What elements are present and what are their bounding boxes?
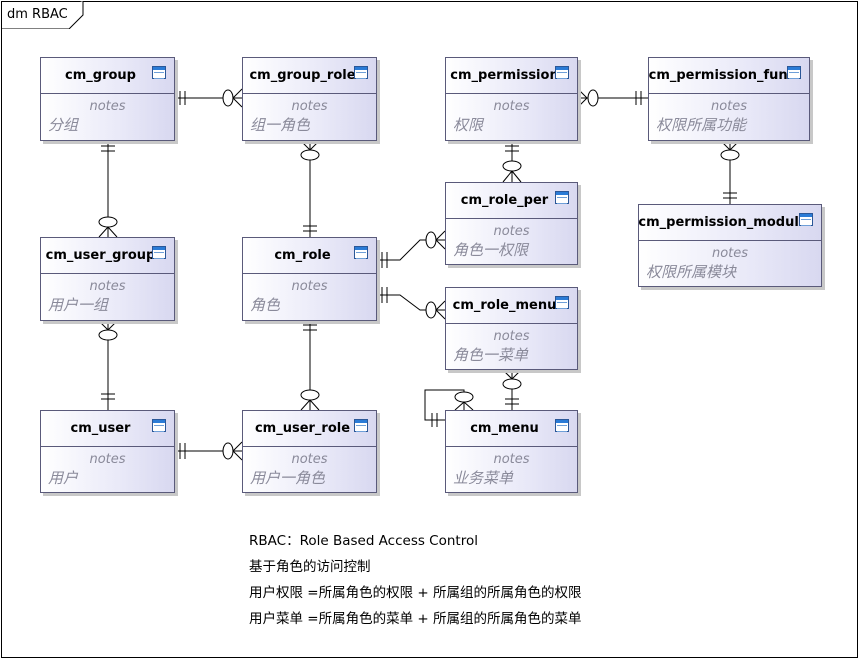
notes-label: notes	[89, 452, 126, 467]
entity-note: 组一角色	[250, 116, 311, 134]
caption-line: 用户权限 =所属角色的权限 + 所属组的所属角色的权限	[249, 585, 582, 601]
connector-rolemenu-menu	[502, 369, 522, 410]
table-icon	[152, 246, 166, 259]
caption-line: RBAC：Role Based Access Control	[249, 533, 478, 549]
entity-note: 用户一角色	[250, 469, 326, 487]
table-icon	[354, 419, 368, 432]
entity-title: cm_role	[243, 238, 376, 274]
table-icon	[555, 191, 569, 204]
entity-note: 分组	[48, 116, 79, 134]
entity-note: 角色一菜单	[453, 346, 529, 364]
entity-note: 权限所属功能	[656, 116, 747, 134]
notes-label: notes	[89, 99, 126, 114]
entity-cm-user[interactable]: cm_user notes 用户	[40, 410, 175, 493]
entity-title: cm_menu	[446, 411, 577, 447]
notes-label: notes	[493, 99, 530, 114]
notes-label: notes	[711, 246, 749, 261]
notes-label: notes	[291, 99, 328, 114]
entity-title: cm_role_per	[446, 183, 577, 219]
table-icon	[152, 66, 166, 79]
entity-title: cm_group	[41, 58, 174, 94]
entity-cm-group[interactable]: cm_group notes 分组	[40, 57, 175, 141]
entity-title: cm_role_menu	[446, 288, 577, 324]
table-icon	[555, 296, 569, 309]
entity-title: cm_permission_module	[638, 205, 821, 241]
entity-note: 角色	[250, 296, 281, 314]
connector-group-usergroup	[98, 141, 118, 238]
entity-cm-role-menu[interactable]: cm_role_menu notes 角色一菜单	[445, 287, 578, 370]
connector-group-grouprole	[175, 88, 243, 108]
caption-line: 用户菜单 =所属角色的菜单 + 所属组的所属角色的菜单	[249, 611, 582, 627]
notes-label: notes	[493, 224, 530, 239]
connector-role-userrole	[300, 321, 320, 411]
entity-cm-menu[interactable]: cm_menu notes 业务菜单	[445, 410, 578, 493]
notes-label: notes	[493, 329, 530, 344]
entity-note: 业务菜单	[453, 469, 514, 487]
notes-label: notes	[89, 279, 126, 294]
connector-role-rolemenu	[377, 287, 446, 320]
connector-func-module	[720, 140, 740, 204]
entity-cm-user-role[interactable]: cm_user_role notes 用户一角色	[242, 410, 377, 493]
entity-note: 用户一组	[48, 296, 109, 314]
connector-permission-roleper	[502, 141, 522, 183]
connector-usergroup-user	[98, 320, 118, 410]
notes-label: notes	[291, 279, 328, 294]
table-icon	[354, 246, 368, 259]
entity-cm-role-per[interactable]: cm_role_per notes 角色一权限	[445, 182, 578, 265]
table-icon	[787, 66, 801, 79]
entity-title: cm_permission	[446, 58, 577, 94]
table-icon	[555, 66, 569, 79]
entity-title: cm_permission_func	[649, 58, 809, 94]
entity-cm-role[interactable]: cm_role notes 角色	[242, 237, 377, 321]
table-icon	[555, 419, 569, 432]
connector-menu-self	[424, 389, 474, 427]
notes-label: notes	[710, 99, 748, 114]
entity-title: cm_user	[41, 411, 174, 447]
entity-cm-permission-func[interactable]: cm_permission_func notes 权限所属功能	[648, 57, 810, 141]
frame-title: dm RBAC	[7, 7, 68, 22]
entity-cm-permission-module[interactable]: cm_permission_module notes 权限所属模块	[638, 204, 822, 287]
connector-grouprole-role	[300, 140, 320, 237]
notes-label: notes	[291, 452, 328, 467]
connector-user-userrole	[175, 441, 243, 461]
table-icon	[799, 213, 813, 226]
entity-title: cm_group_role	[243, 58, 376, 94]
table-icon	[152, 419, 166, 432]
entity-cm-group-role[interactable]: cm_group_role notes 组一角色	[242, 57, 377, 141]
entity-note: 用户	[48, 469, 79, 487]
entity-cm-permission[interactable]: cm_permission notes 权限	[445, 57, 578, 141]
connector-role-roleper	[377, 230, 446, 268]
entity-title: cm_user_group	[41, 238, 174, 274]
entity-title: cm_user_role	[243, 411, 376, 447]
connector-permission-func	[577, 88, 648, 108]
frame-tab	[1, 1, 84, 29]
caption-line: 基于角色的访问控制	[249, 559, 371, 575]
notes-label: notes	[493, 452, 530, 467]
entity-note: 角色一权限	[453, 241, 529, 259]
table-icon	[354, 66, 368, 79]
entity-note: 权限所属模块	[646, 263, 737, 281]
entity-cm-user-group[interactable]: cm_user_group notes 用户一组	[40, 237, 175, 321]
entity-note: 权限	[453, 116, 484, 134]
